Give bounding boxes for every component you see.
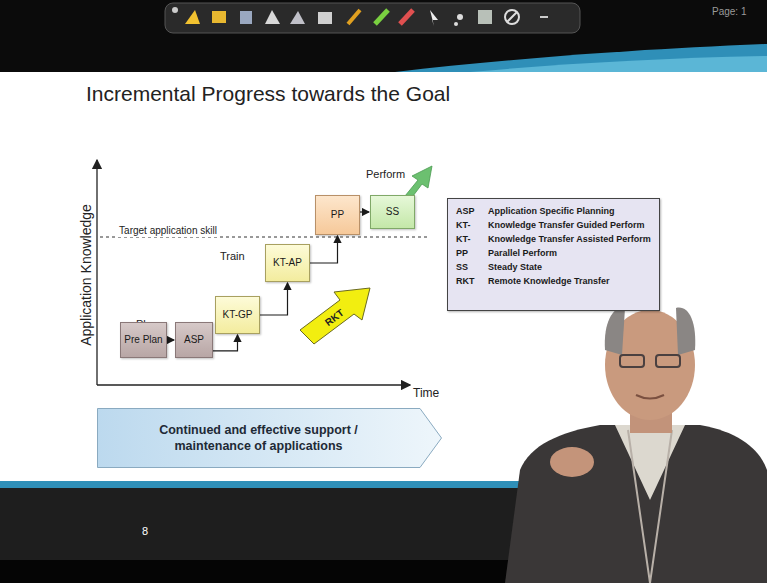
presenter-photo [505,308,767,583]
slide-number: 8 [142,525,148,537]
band-text: Continued and effective support / mainte… [146,422,371,455]
abbreviation-meaning: Parallel Perform [488,248,651,258]
phase-box: KT-AP [265,244,310,282]
phase-label: Train [220,250,245,262]
rkt-arrow: RKT [296,286,372,348]
phase-box: ASP [175,322,213,358]
support-band: Continued and effective support / mainte… [97,408,442,468]
flow-arrow [213,335,238,351]
box-text: SS [386,206,399,218]
abbreviation-meaning: Knowledge Transfer Guided Perform [488,220,651,230]
header-bar [0,0,767,72]
phase-box: SS [370,195,415,229]
toolbar-icons [172,7,548,26]
box-text: KT-GP [222,309,252,321]
phase-box: PP [315,195,360,235]
abbreviation-meaning: Application Specific Planning [488,206,651,216]
axis-title: Application Knowledge [78,204,94,346]
phase-box: KT-GP [215,296,260,334]
rkt-text-wrap: RKT [296,286,372,348]
abbreviation-meaning: Remote Knowledge Transfer [488,276,651,286]
x-axis [97,384,410,385]
band-outline [98,409,442,468]
flow-arrow [360,211,369,212]
slide-title: Incremental Progress towards the Goal [86,82,450,106]
abbreviation: KT- [456,220,488,230]
abbreviation: RKT [456,276,488,286]
abbreviation-meaning: Knowledge Transfer Assisted Perform [488,234,651,244]
box-text: PP [331,209,344,221]
rkt-text: RKT [322,306,345,327]
box-text: Pre Plan [124,334,162,346]
abbreviation: KT- [456,234,488,244]
flow-arrow [167,339,174,340]
toolbar [165,3,580,33]
abbreviation: ASP [456,206,488,216]
box-text: KT-AP [273,257,302,269]
axis-title: Time [413,386,439,400]
header-swoosh [395,44,767,72]
band-text-wrap: Continued and effective support / mainte… [97,408,420,468]
box-text: ASP [184,334,204,346]
abbreviation-meaning: Steady State [488,262,651,272]
phase-box: Pre Plan [120,322,167,358]
page-number: Page: 1 [712,6,746,17]
header-swoosh [470,56,767,72]
y-axis [96,160,97,385]
flow-arrow [260,283,288,315]
phase-label: Perform [366,168,405,180]
abbreviation: PP [456,248,488,258]
abbreviation: SS [456,262,488,272]
band-shape [97,408,442,468]
rkt-arrow-outline [300,288,370,344]
target-label: Target application skill [118,224,218,237]
flow-arrow [310,236,338,263]
abbreviation-box: ASPApplication Specific PlanningKT-Knowl… [447,198,660,311]
